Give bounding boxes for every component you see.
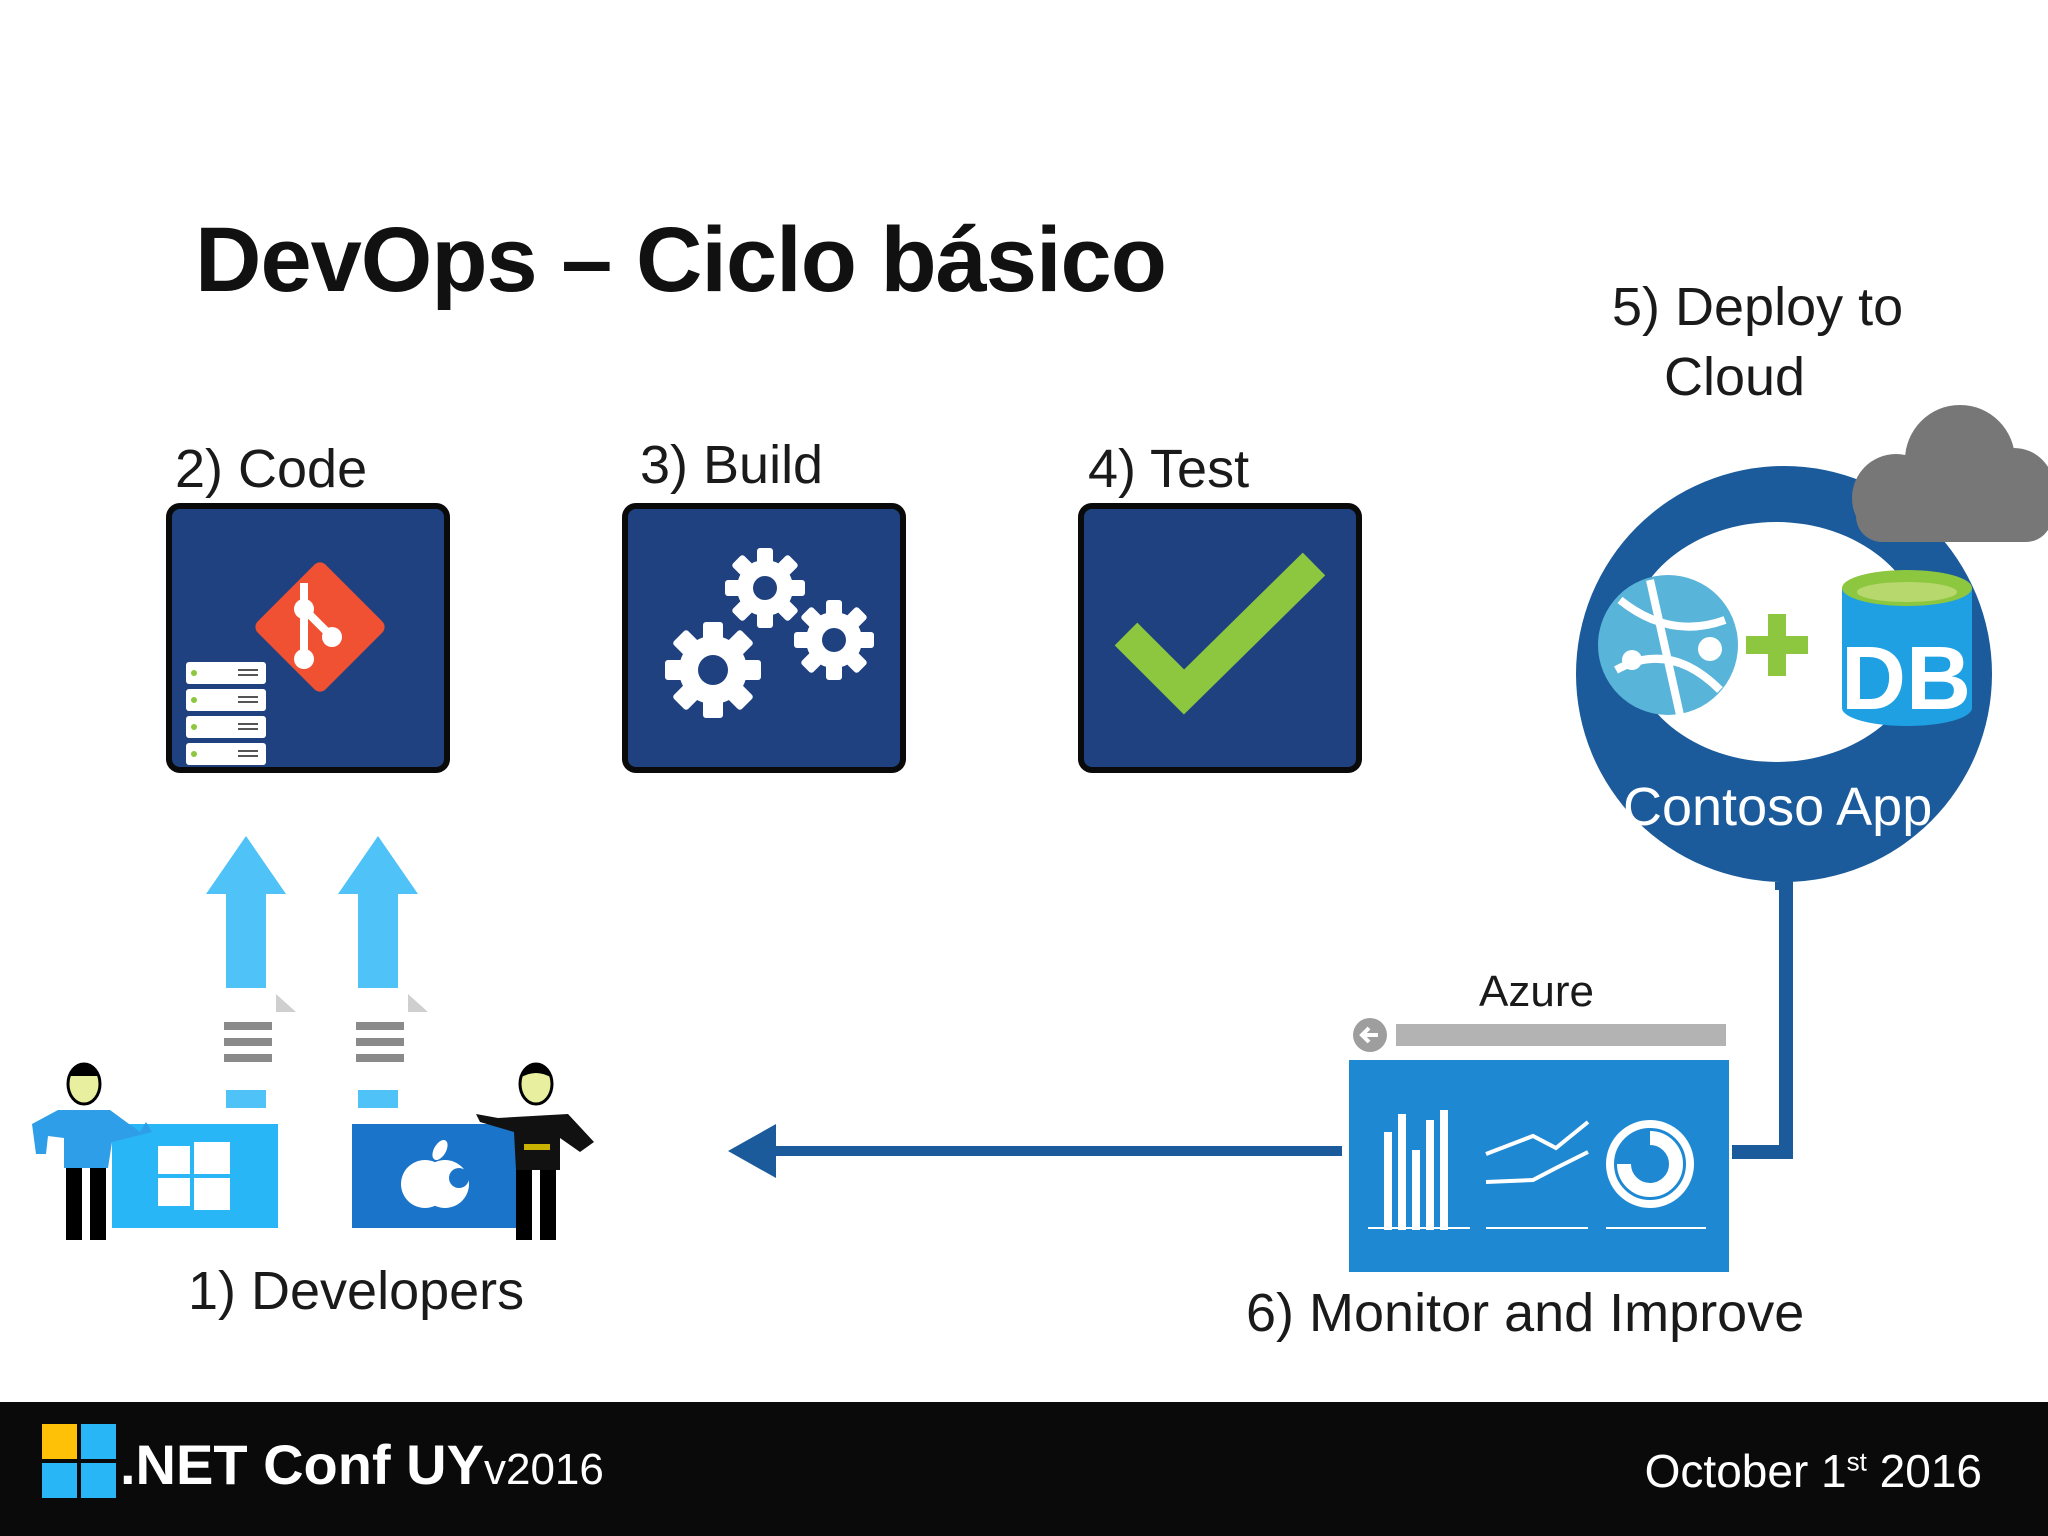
donut-chart-icon [1606, 1120, 1694, 1208]
cloud-icon [1852, 405, 2048, 542]
developer-person-left [32, 1062, 152, 1240]
step-monitor-label: 6) Monitor and Improve [1246, 1283, 1805, 1343]
deploy-to-monitor-connector [1732, 880, 1793, 1159]
date-suffix: 2016 [1866, 1445, 1982, 1497]
step-deploy-label-line2: Cloud [1664, 347, 1806, 407]
step-deploy-label-line1: 5) Deploy to [1612, 277, 1904, 337]
step-developers-label: 1) Developers [188, 1261, 525, 1321]
brand-name: .NET Conf UYv2016 [120, 1432, 604, 1497]
feedback-arrow [728, 1124, 1342, 1178]
event-date: October 1st 2016 [1645, 1444, 1982, 1498]
windows-laptop-icon [112, 1124, 278, 1228]
azure-label: Azure [1479, 967, 1594, 1016]
web-app-globe-icon [1598, 575, 1738, 716]
brand-label: .NET Conf UY [120, 1433, 484, 1496]
developers-illustration [32, 836, 594, 1240]
contoso-app-label: Contoso App [1623, 777, 1933, 837]
code-tile [166, 503, 450, 773]
database-icon [1842, 570, 1972, 726]
brand-version: v2016 [483, 1445, 604, 1494]
up-arrow-icon [206, 836, 296, 1108]
git-icon [255, 562, 385, 692]
windows-logo-icon [42, 1424, 116, 1498]
cloud-deployment-illustration [1576, 405, 2048, 890]
panel-address-bar [1396, 1024, 1726, 1046]
step-test-label: 4) Test [1088, 439, 1250, 499]
azure-monitor-panel [1349, 1018, 1729, 1272]
date-prefix: October 1 [1644, 1445, 1847, 1497]
date-ordinal: st [1846, 1446, 1867, 1477]
plus-icon [1746, 614, 1808, 676]
apple-laptop-icon [352, 1124, 518, 1228]
slide-title: DevOps – Ciclo básico [195, 209, 1167, 311]
gears-icon [665, 548, 874, 718]
build-tile [622, 503, 906, 773]
line-chart-icon [1485, 1120, 1590, 1184]
up-arrow-icon [338, 836, 428, 1108]
test-tile [1078, 503, 1362, 773]
code-illustration [186, 562, 385, 765]
bar-chart-icon [1384, 1110, 1448, 1230]
footer-bar: .NET Conf UYv2016 October 1st 2016 [0, 1402, 2048, 1536]
step-code-label: 2) Code [175, 439, 368, 499]
developer-person-right [476, 1062, 594, 1240]
server-stack-icon [186, 662, 266, 765]
db-label: DB [1841, 629, 1971, 729]
step-build-label: 3) Build [640, 435, 824, 495]
checkmark-icon [1114, 552, 1326, 715]
